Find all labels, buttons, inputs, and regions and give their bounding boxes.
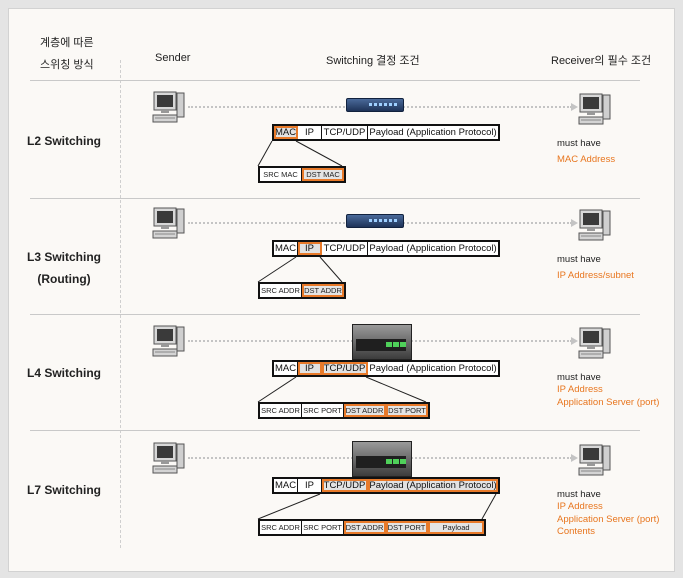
subfield: DST ADDR (344, 521, 386, 534)
receiver-computer-icon (578, 326, 612, 360)
packet-field: TCP/UDP (322, 479, 368, 492)
subfield: SRC PORT (302, 521, 344, 534)
requirement-item: Contents (557, 526, 596, 537)
level-label-sub: (Routing) (37, 272, 91, 286)
flow-arrow-head (571, 454, 578, 462)
subfield: DST ADDR (302, 284, 344, 297)
requirement-item: IP Address (557, 384, 603, 395)
packet-field: IP (298, 362, 322, 375)
level-label: L3 Switching (26, 250, 101, 264)
flow-arrow-head (571, 219, 578, 227)
subfield: Payload (428, 521, 484, 534)
must-have-label: must have (557, 254, 601, 265)
requirement-item: Application Server (port) (557, 513, 660, 525)
packet-field: IP (298, 126, 322, 139)
packet-field: MAC (274, 242, 298, 255)
receiver-computer-icon (578, 92, 612, 126)
subfield: SRC ADDR (260, 521, 302, 534)
must-have-label: must have (557, 138, 601, 149)
column-divider (120, 60, 121, 548)
requirement-list: IP Address/subnet (557, 270, 634, 283)
packet-field: TCP/UDP (322, 126, 368, 139)
switch-device-icon (346, 214, 404, 228)
sender-computer-icon (152, 324, 186, 358)
receiver-header: Receiver의 필수 조건 (551, 55, 652, 67)
sender-computer-icon (152, 90, 186, 124)
subfield: SRC MAC (260, 168, 302, 181)
packet-field: Payload (Application Protocol) (368, 479, 498, 492)
packet-field: Payload (Application Protocol) (369, 243, 497, 254)
requirement-item: IP Address (557, 501, 603, 512)
packet-field: Payload (Application Protocol) (369, 127, 497, 138)
connector-line (257, 256, 297, 283)
packet-field: IP (298, 242, 322, 255)
connector-line (365, 376, 427, 403)
packet-field: IP (298, 479, 322, 492)
requirement-item: Application Server (port) (557, 396, 660, 408)
packet-field: MAC (274, 362, 298, 375)
subfield: DST PORT (386, 404, 428, 417)
subfield: DST MAC (302, 168, 344, 181)
layer-header-line1: 계층에 따른 (40, 37, 94, 49)
subfield: SRC ADDR (260, 284, 302, 297)
receiver-computer-icon (578, 443, 612, 477)
sender-header: Sender (155, 52, 191, 64)
requirement-list: MAC Address (557, 154, 615, 167)
subfield: SRC ADDR (260, 404, 302, 417)
header-divider (30, 80, 640, 81)
requirement-item: IP Address/subnet (557, 270, 634, 281)
sender-computer-icon (152, 206, 186, 240)
row-divider (30, 198, 640, 199)
l4-l7-switch-device-icon (352, 324, 412, 360)
connector-line (257, 140, 273, 167)
level-label: L4 Switching (26, 366, 101, 380)
connector-line (481, 493, 497, 520)
receiver-computer-icon (578, 208, 612, 242)
connector-line (257, 376, 297, 403)
must-have-label: must have (557, 489, 601, 500)
subfield: DST ADDR (344, 404, 386, 417)
subfield: SRC PORT (302, 404, 344, 417)
connector-line (319, 256, 343, 283)
packet-field: MAC (274, 479, 298, 492)
connector-line (295, 140, 343, 167)
row-divider (30, 430, 640, 431)
subfield: DST PORT (386, 521, 428, 534)
level-label: L7 Switching (26, 483, 101, 497)
level-label: L2 Switching (26, 134, 101, 148)
packet-field: TCP/UDP (322, 362, 368, 375)
flow-arrow-head (571, 337, 578, 345)
packet-field: Payload (Application Protocol) (369, 363, 497, 374)
switching-header: Switching 결정 조건 (326, 55, 420, 67)
connector-line (257, 493, 321, 520)
switch-device-icon (346, 98, 404, 112)
layer-header-line2: 스위칭 방식 (40, 59, 94, 71)
packet-field: TCP/UDP (322, 242, 368, 255)
requirement-item: MAC Address (557, 154, 616, 165)
sender-computer-icon (152, 441, 186, 475)
l4-l7-switch-device-icon (352, 441, 412, 477)
must-have-label: must have (557, 372, 601, 383)
row-divider (30, 314, 640, 315)
packet-field: MAC (274, 126, 298, 139)
flow-arrow-head (571, 103, 578, 111)
